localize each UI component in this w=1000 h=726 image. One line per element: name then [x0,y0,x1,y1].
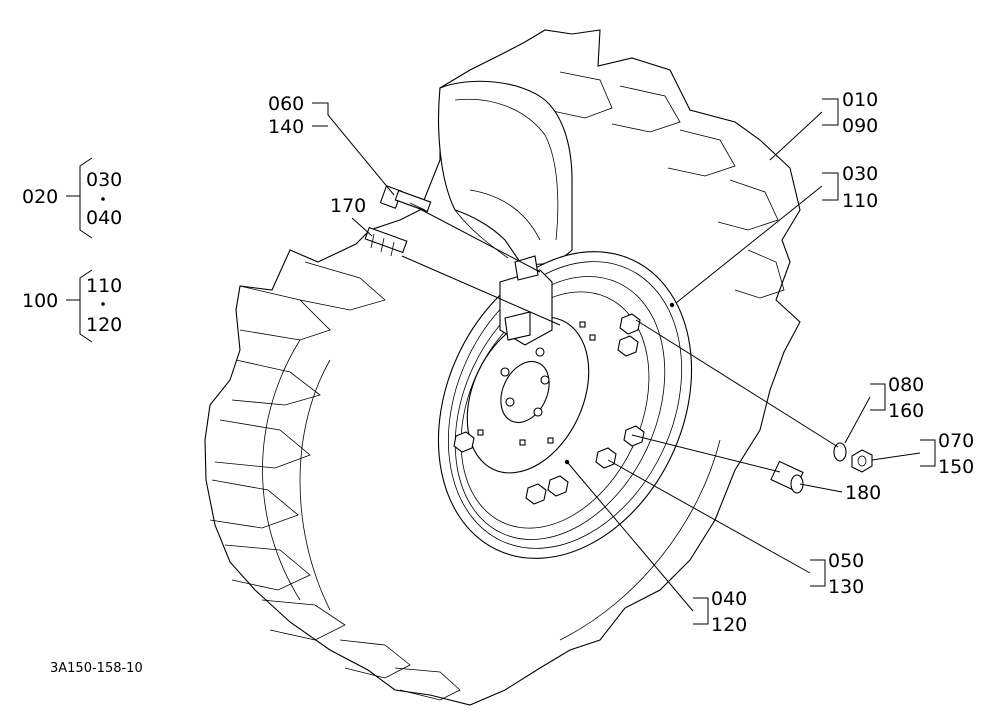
washer-080 [833,442,847,462]
callout-130: 130 [828,576,864,598]
callout-070: 070 [938,430,974,452]
group-020-dot [101,197,105,201]
leader-lines [66,98,936,625]
callout-010: 010 [842,89,878,111]
callout-160: 160 [888,400,924,422]
callout-090: 090 [842,115,878,137]
nut-070 [851,449,873,473]
group-100-item-b: 120 [86,314,122,336]
callout-030: 030 [842,163,878,185]
bolt-060 [379,185,432,213]
drawing-reference: 3A150-158-10 [50,661,143,676]
callout-060: 060 [268,93,304,115]
group-020-item-b: 040 [86,207,122,229]
callout-120: 120 [711,614,747,636]
callout-110: 110 [842,190,878,212]
callout-050: 050 [828,550,864,572]
callout-150: 150 [938,456,974,478]
callout-labels: 060 140 010 090 030 110 170 080 160 070 … [22,89,974,676]
callout-040: 040 [711,588,747,610]
callout-180: 180 [845,482,881,504]
group-020-item-a: 030 [86,169,122,191]
nut-180 [770,460,804,494]
group-020-label: 020 [22,186,58,208]
group-100-item-a: 110 [86,275,122,297]
group-100-label: 100 [22,290,58,312]
callout-080: 080 [888,374,924,396]
callout-140: 140 [268,116,304,138]
rim-bracket [499,255,553,346]
stud-170 [364,226,408,257]
group-100-dot [101,302,105,306]
callout-170: 170 [330,195,366,217]
